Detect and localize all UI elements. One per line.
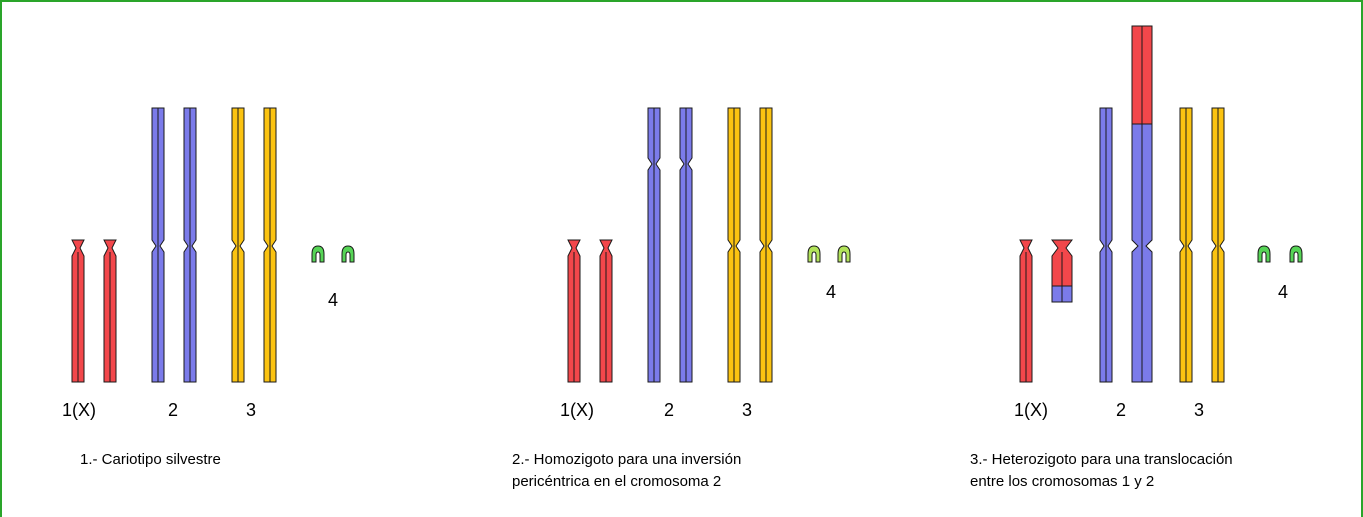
panel-3-caption-line-1: 3.- Heterozigoto para una translocación (970, 451, 1233, 468)
panel-2-chromosome-2-pair-inverted (647, 107, 693, 383)
panel-3-chromosome-4-pair (1257, 245, 1303, 263)
panel-3-translocation: 1(X) 2 3 4 3.- Heterozigoto para una tra… (970, 25, 1303, 490)
label-chromosome-2: 2 (664, 400, 674, 420)
dot-chromosome (837, 245, 851, 263)
panel-3-chromosome-3-pair (1179, 107, 1225, 383)
dot-chromosome (311, 245, 325, 263)
panel-1-wild-type: 1(X) 2 3 4 1.- Cariotipo silvestre (62, 107, 355, 468)
dot-chromosome (807, 245, 821, 263)
panel-1-caption-line-1: 1.- Cariotipo silvestre (80, 451, 221, 468)
dot-chromosome (1289, 245, 1303, 263)
panel-2-caption-line-1: 2.- Homozigoto para una inversión (512, 451, 741, 468)
panel-2-chromosome-1-pair (567, 239, 613, 383)
panel-1-chromosome-2-pair (151, 107, 197, 383)
panel-3-chromosome-2-pair (1099, 25, 1153, 383)
label-chromosome-1: 1(X) (62, 400, 96, 420)
panel-1-chromosome-3-pair (231, 107, 277, 383)
label-chromosome-1: 1(X) (1014, 400, 1048, 420)
label-chromosome-4: 4 (328, 290, 338, 310)
panel-1-chromosome-1-pair (71, 239, 117, 383)
panel-1-chromosome-4-pair (311, 245, 355, 263)
panel-2-inversion: 1(X) 2 3 4 2.- Homozigoto para una inver… (512, 107, 851, 490)
label-chromosome-3: 3 (742, 400, 752, 420)
label-chromosome-1: 1(X) (560, 400, 594, 420)
label-chromosome-4: 4 (826, 282, 836, 302)
dot-chromosome (341, 245, 355, 263)
panel-3-caption-line-2: entre los cromosomas 1 y 2 (970, 473, 1154, 490)
label-chromosome-2: 2 (168, 400, 178, 420)
translocated-chromosome-2 (1131, 25, 1153, 383)
label-chromosome-3: 3 (246, 400, 256, 420)
translocated-chromosome-1 (1051, 239, 1073, 303)
panel-2-caption-line-2: pericéntrica en el cromosoma 2 (512, 473, 721, 490)
panel-2-chromosome-4-pair (807, 245, 851, 263)
panel-2-chromosome-3-pair (727, 107, 773, 383)
dot-chromosome (1257, 245, 1271, 263)
panel-3-chromosome-1-pair (1019, 239, 1073, 383)
label-chromosome-4: 4 (1278, 282, 1288, 302)
label-chromosome-3: 3 (1194, 400, 1204, 420)
label-chromosome-2: 2 (1116, 400, 1126, 420)
